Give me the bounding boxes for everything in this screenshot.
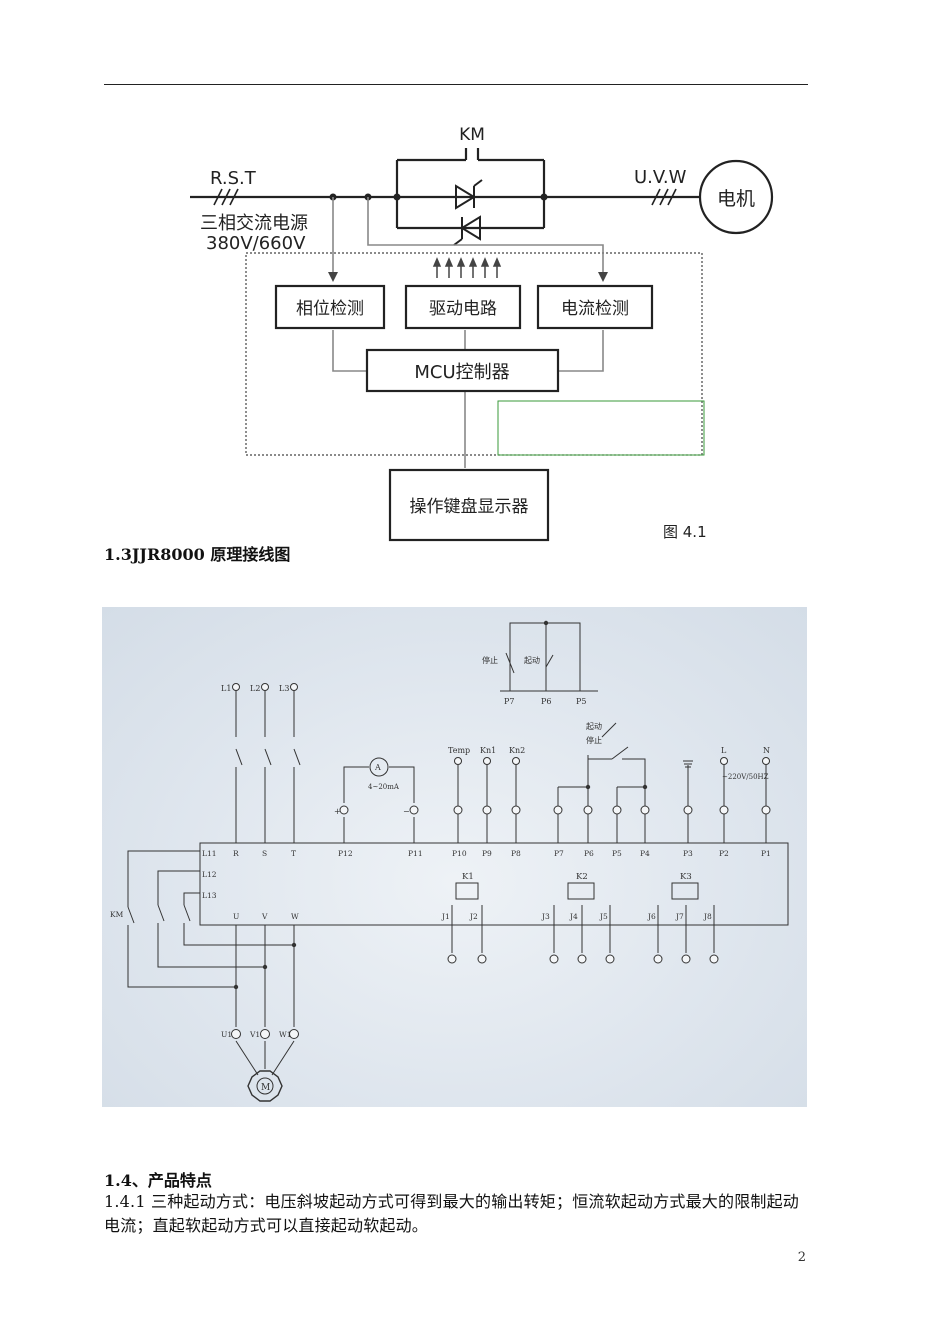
motor-symbol xyxy=(698,159,774,235)
note-box xyxy=(497,400,705,456)
box-phase-detect xyxy=(274,284,386,330)
motor-m-label: M xyxy=(261,1083,270,1093)
kn1-label: Kn1 xyxy=(480,746,496,755)
relay-k1: K1 xyxy=(462,872,474,882)
temp-label: Temp xyxy=(448,746,470,755)
block-term-15: P1 xyxy=(761,849,771,858)
box-mcu xyxy=(365,348,560,393)
term-j3: J3 xyxy=(541,912,550,921)
term-l13: L13 xyxy=(202,891,217,900)
top-stop-label: 停止 xyxy=(482,655,498,665)
box-drive-circuit xyxy=(404,284,522,330)
block-term-12: P4 xyxy=(640,849,650,858)
n-label: N xyxy=(763,746,770,755)
block-term-7: P9 xyxy=(482,849,492,858)
figure-caption: 图 4.1 xyxy=(663,523,707,541)
block-term-11: P5 xyxy=(612,849,622,858)
box-keypad-label: 操作键盘显示器 xyxy=(410,497,529,517)
kn2-label: Kn2 xyxy=(509,746,525,755)
block-term-3: T xyxy=(291,849,296,858)
output-v1: V1 xyxy=(249,1030,260,1039)
section-1-4-title: 1.4、产品特点 xyxy=(104,1171,212,1190)
block-term-6: P10 xyxy=(452,849,467,858)
box-mcu-label: MCU控制器 xyxy=(414,362,509,383)
term-j4: J4 xyxy=(569,912,578,921)
term-v: V xyxy=(261,912,268,921)
rst-label: R.S.T xyxy=(210,168,257,189)
box-drive-label: 驱动电路 xyxy=(429,299,497,319)
block-term-8: P8 xyxy=(511,849,521,858)
term-j8: J8 xyxy=(703,912,712,921)
block-term-10: P6 xyxy=(584,849,594,858)
output-u1: U1 xyxy=(221,1030,232,1039)
plus-label: + xyxy=(334,807,341,816)
l-label: L xyxy=(721,746,727,755)
block-term-9: P7 xyxy=(554,849,564,858)
start-label: 起动 xyxy=(586,721,602,731)
top-term-p5: P5 xyxy=(576,697,586,706)
output-w1: W1 xyxy=(279,1030,291,1039)
input-l1: L1 xyxy=(221,684,231,693)
term-l12: L12 xyxy=(202,870,217,879)
page-number: 2 xyxy=(797,1250,806,1265)
drive-output-arrows xyxy=(432,257,502,278)
term-j2: J2 xyxy=(469,912,478,921)
thyristor-symbols xyxy=(453,179,483,246)
box-phase-label: 相位检测 xyxy=(296,299,364,319)
input-l3: L3 xyxy=(279,684,289,693)
wiring-diagram-panel: 停止 起动 P7 P6 P5 L1 L2 L3 起动 停止 Temp Kn1 K… xyxy=(102,607,807,1107)
source-label-line2: 380V/660V xyxy=(206,233,306,254)
block-term-13: P3 xyxy=(683,849,693,858)
supply-label: ~220V/50HZ xyxy=(722,773,769,781)
term-u: U xyxy=(233,912,239,921)
block-term-14: P2 xyxy=(719,849,729,858)
relay-k3: K3 xyxy=(680,872,692,882)
section-1-3-title: 1.3JJR8000 原理接线图 xyxy=(104,545,291,564)
meter-symbol-label: A xyxy=(374,763,381,772)
term-j7: J7 xyxy=(675,912,684,921)
top-term-p6: P6 xyxy=(541,697,551,706)
relay-k2: K2 xyxy=(576,872,588,882)
meter-range-label: 4~20mA xyxy=(368,783,400,791)
header-rule xyxy=(104,84,808,85)
section-1-4-1-text: 1.4.1 三种起动方式：电压斜坡起动方式可得到最大的输出转矩；恒流软起动方式最… xyxy=(104,1192,799,1235)
km-label: KM xyxy=(459,125,485,145)
input-l2: L2 xyxy=(250,684,260,693)
block-term-1: R xyxy=(233,849,239,858)
block-term-5: P11 xyxy=(408,849,423,858)
stop-label: 停止 xyxy=(586,735,602,745)
uvw-label: U.V.W xyxy=(634,167,687,188)
block-diagram: KM R.S.T U.V.W 电机 三相交流电源 380V/660V 相位检测 … xyxy=(190,125,774,542)
minus-label: − xyxy=(403,807,410,816)
term-j1: J1 xyxy=(441,912,450,921)
block-term-0: L11 xyxy=(202,849,217,858)
source-label-line1: 三相交流电源 xyxy=(200,213,308,234)
box-keypad-display xyxy=(388,468,550,542)
motor-label: 电机 xyxy=(717,188,755,210)
wiring-diagram: 停止 起动 P7 P6 P5 L1 L2 L3 起动 停止 Temp Kn1 K… xyxy=(110,620,789,1102)
block-term-4: P12 xyxy=(338,849,353,858)
top-term-p7: P7 xyxy=(504,697,514,706)
controller-enclosure xyxy=(245,252,703,456)
block-term-2: S xyxy=(262,849,267,858)
box-current-label: 电流检测 xyxy=(561,299,629,319)
top-start-label: 起动 xyxy=(524,655,540,665)
term-w: W xyxy=(291,912,299,921)
term-j6: J6 xyxy=(647,912,656,921)
km-label: KM xyxy=(110,910,124,919)
box-current-detect xyxy=(536,284,654,330)
term-j5: J5 xyxy=(599,912,608,921)
